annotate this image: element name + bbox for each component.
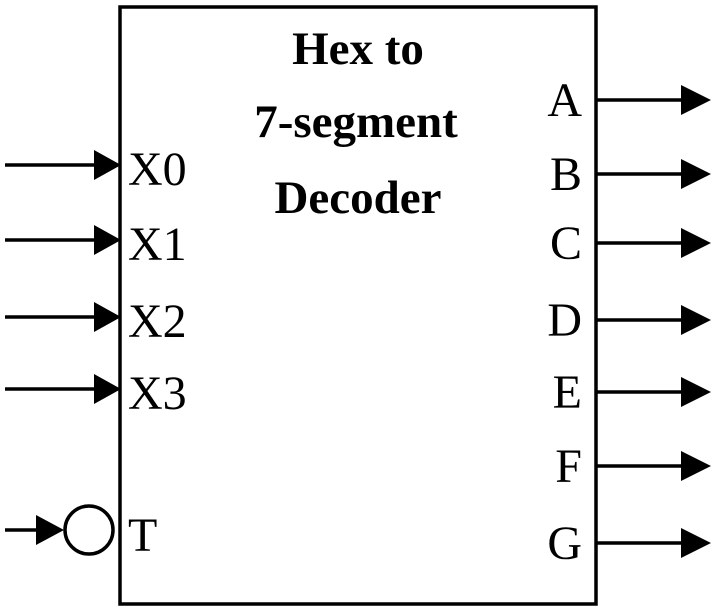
output-label-d: D <box>547 294 582 347</box>
inversion-bubble <box>63 504 115 556</box>
output-arrowhead <box>681 305 711 335</box>
decoder-block <box>118 5 598 606</box>
output-arrowhead <box>681 451 711 481</box>
control-input-label: T <box>128 509 157 562</box>
output-arrowhead <box>681 228 711 258</box>
output-label-a: A <box>547 74 582 127</box>
title-line-1: Hex to <box>292 23 424 75</box>
output-label-b: B <box>550 148 582 201</box>
output-label-e: E <box>553 366 582 419</box>
input-label-x1: X1 <box>128 218 187 271</box>
output-label-c: C <box>550 217 582 270</box>
input-arrowhead <box>94 150 121 180</box>
title-line-2: 7-segment <box>254 96 458 148</box>
output-label-f: F <box>555 440 582 493</box>
input-label-x0: X0 <box>128 143 187 196</box>
output-label-g: G <box>547 517 582 570</box>
control-input-arrowhead <box>36 515 64 545</box>
title-line-3: Decoder <box>274 172 441 224</box>
output-arrowhead <box>681 85 711 115</box>
input-label-x2: X2 <box>128 295 187 348</box>
output-arrowhead <box>681 528 711 558</box>
input-arrowhead <box>94 225 121 255</box>
input-label-x3: X3 <box>128 367 187 420</box>
output-arrowhead <box>681 159 711 189</box>
output-arrowhead <box>681 377 711 407</box>
input-arrowhead <box>94 374 121 404</box>
input-arrowhead <box>94 302 121 332</box>
